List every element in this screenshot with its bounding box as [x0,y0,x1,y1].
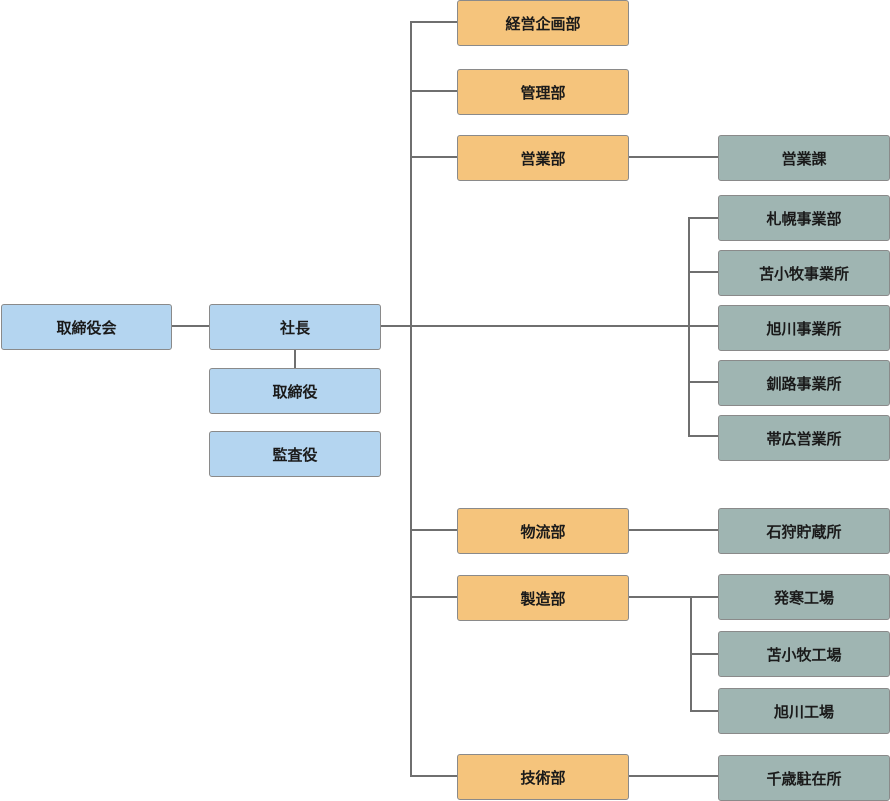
dept-logistics-box: 物流部 [457,508,629,554]
connector-dept-logistics [410,529,458,531]
directors-box: 取締役 [209,368,381,414]
connector-office-sapporo [688,217,719,219]
connector-factory-tomakomai [690,653,719,655]
connector-dept-administration [410,90,458,92]
connector-main-trunk [410,21,412,776]
unit-ishikari-storage-box: 石狩貯蔵所 [718,508,890,554]
president-box: 社長 [209,304,381,350]
unit-hatsukan-factory-box: 発寒工場 [718,574,890,620]
connector-manufacturing-out [628,596,691,598]
unit-sapporo-box: 札幌事業部 [718,195,890,241]
dept-administration-box: 管理部 [457,69,629,115]
connector-engineering-office [628,775,719,777]
connector-office-kushiro [688,381,719,383]
unit-tomakomai-factory-box: 苫小牧工場 [718,631,890,677]
unit-asahikawa-office-box: 旭川事業所 [718,305,890,351]
unit-kushiro-office-box: 釧路事業所 [718,360,890,406]
unit-asahikawa-factory-box: 旭川工場 [718,688,890,734]
connector-dept-engineering [410,775,458,777]
connector-sales-section [628,156,719,158]
connector-dept-management-planning [410,21,458,23]
unit-tomakomai-office-box: 苫小牧事業所 [718,250,890,296]
connector-logistics-storage [628,529,719,531]
connector-office-asahikawa [688,325,719,327]
connector-dept-manufacturing [410,596,458,598]
unit-chitose-office-box: 千歳駐在所 [718,755,890,801]
connector-board-president [171,325,210,327]
connector-factory-asahikawa [690,710,719,712]
auditor-box: 監査役 [209,431,381,477]
dept-manufacturing-box: 製造部 [457,575,629,621]
connector-president-directors [294,348,296,369]
connector-dept-sales [410,156,458,158]
dept-engineering-box: 技術部 [457,754,629,800]
connector-president-trunk [380,325,692,327]
dept-management-planning-box: 経営企画部 [457,0,629,46]
unit-sales-section-box: 営業課 [718,135,890,181]
board-box: 取締役会 [1,304,172,350]
connector-office-tomakomai [688,271,719,273]
connector-office-obihiro [688,435,719,437]
dept-sales-box: 営業部 [457,135,629,181]
connector-factory-hatsukan [690,596,719,598]
unit-obihiro-office-box: 帯広営業所 [718,415,890,461]
